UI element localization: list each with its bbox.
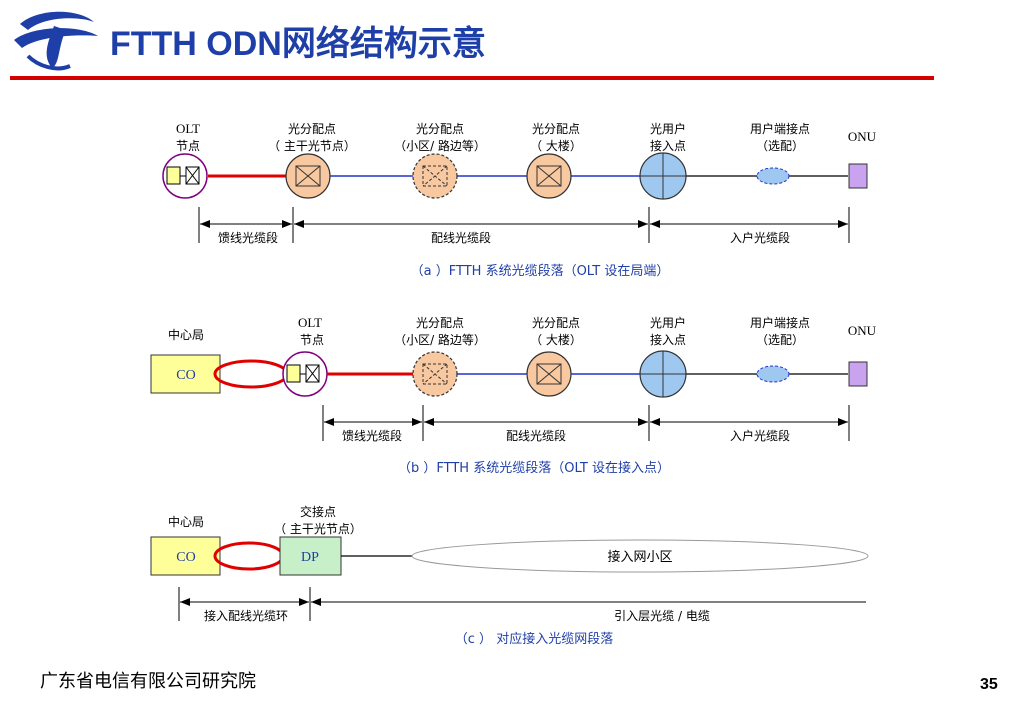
olt-label-1: OLT — [298, 315, 322, 330]
co-label: 中心局 — [168, 327, 204, 342]
onu-label: ONU — [848, 129, 877, 144]
segment-drop: 引入层光缆 / 电缆 — [614, 609, 710, 623]
co-box-label: CO — [176, 550, 195, 565]
page-title: FTTH ODN网络结构示意 — [110, 25, 486, 63]
node2-label-1: 光分配点 — [416, 122, 464, 136]
olt-node — [282, 351, 328, 397]
node5-label-2: （选配） — [756, 333, 804, 347]
china-telecom-logo — [14, 11, 98, 71]
segment-access-ring: 接入配线光缆环 — [204, 608, 288, 623]
user-terminal-point — [756, 167, 790, 185]
co-label: 中心局 — [168, 514, 204, 529]
dp-label-1: 交接点 — [300, 504, 336, 519]
access-area-label: 接入网小区 — [607, 549, 672, 565]
node4-label-2: 接入点 — [650, 138, 686, 153]
node3-label-1: 光分配点 — [532, 122, 580, 136]
olt-label-2: 节点 — [300, 333, 324, 347]
olt-label-1: OLT — [176, 121, 200, 136]
title-divider — [10, 76, 934, 80]
node4-label-1: 光用户 — [650, 121, 686, 136]
node1-label-2: （ 主干光节点） — [268, 139, 356, 153]
node5-label-1: 用户端接点 — [750, 121, 810, 136]
dp-box-label: DP — [301, 550, 319, 565]
node3-label-1: 光分配点 — [532, 316, 580, 330]
caption-b: （b ）FTTH 系统光缆段落（OLT 设在接入点） — [398, 460, 670, 476]
dp-box — [279, 536, 342, 576]
split-node-main — [285, 153, 331, 199]
onu-box — [848, 361, 868, 387]
caption-a: （a ）FTTH 系统光缆段落（OLT 设在局端） — [411, 263, 670, 279]
node1-label-1: 光分配点 — [288, 122, 336, 136]
split-node-community — [412, 351, 458, 397]
olt-label-2: 节点 — [176, 139, 200, 153]
segment-drop: 入户光缆段 — [730, 428, 790, 443]
segment-distribution: 配线光缆段 — [506, 428, 566, 443]
user-terminal-point — [756, 365, 790, 383]
co-box — [150, 536, 221, 576]
node4-label-1: 光用户 — [650, 315, 686, 330]
segment-feeder: 馈线光缆段 — [218, 230, 278, 245]
node4-label-2: 接入点 — [650, 332, 686, 347]
co-box — [150, 354, 221, 394]
page-number: 35 — [980, 676, 998, 693]
olt-node — [162, 153, 208, 199]
node2-label-2: （小区/ 路边等） — [394, 138, 486, 153]
node3-label-2: （ 大楼） — [530, 332, 582, 347]
user-access-point — [639, 152, 687, 200]
node2-label-1: 光分配点 — [416, 316, 464, 330]
segment-feeder: 馈线光缆段 — [342, 428, 402, 443]
co-olt-ring — [213, 359, 289, 389]
segment-distribution: 配线光缆段 — [431, 230, 491, 245]
diagram-b: 中心局 CO OLT 节点 光分配点 （小区/ 路边等） 光分配 — [150, 315, 877, 476]
onu-box — [848, 163, 868, 189]
onu-label: ONU — [848, 323, 877, 338]
co-box-label: CO — [176, 368, 195, 383]
segment-drop: 入户光缆段 — [730, 230, 790, 245]
node2-label-2: （小区/ 路边等） — [394, 332, 486, 347]
diagram-a: OLT 节点 光分配点 （ 主干光节点） 光分配点 （小区/ 路边等） 光分配点… — [162, 121, 877, 279]
access-area-ellipse — [411, 539, 869, 573]
caption-c: （c ） 对应接入光缆网段落 — [455, 631, 613, 647]
split-node-building — [526, 153, 572, 199]
dp-label-2: （ 主干光节点） — [274, 522, 362, 536]
footer-organization: 广东省电信有限公司研究院 — [40, 671, 256, 692]
node5-label-2: （选配） — [756, 139, 804, 153]
node3-label-2: （ 大楼） — [530, 138, 582, 153]
split-node-building — [526, 351, 572, 397]
split-node-community — [412, 153, 458, 199]
user-access-point — [639, 350, 687, 398]
diagram-c: 中心局 CO 交接点 （ 主干光节点） DP 接入网小区 接入配线光缆环 引入层… — [150, 504, 869, 647]
co-dp-ring — [213, 541, 285, 571]
node5-label-1: 用户端接点 — [750, 315, 810, 330]
